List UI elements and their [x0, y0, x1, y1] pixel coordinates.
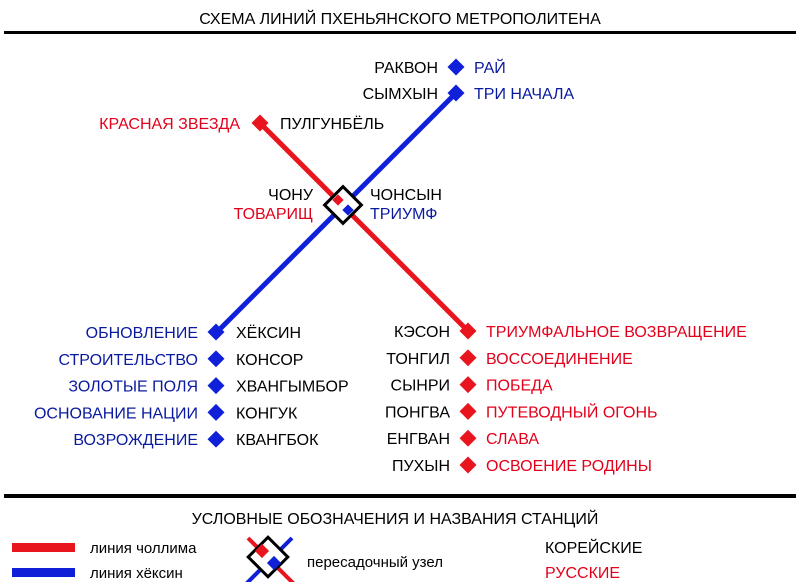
- station-marker-icon: [459, 402, 477, 420]
- chollima-line: [258, 121, 470, 333]
- station-korean-name: ПУХЫН: [392, 458, 450, 475]
- station-marker-icon: [447, 84, 465, 102]
- station-korean-name: ХЁКСИН: [236, 324, 301, 342]
- station-korean-name: ЕНГВАН: [387, 431, 450, 448]
- station-russian-name: ПУТЕВОДНЫЙ ОГОНЬ: [486, 402, 658, 421]
- station-russian-name: ЗОЛОТЫЕ ПОЛЯ: [68, 379, 198, 396]
- station-russian-name: ОСНОВАНИЕ НАЦИИ: [34, 405, 198, 422]
- legend-interchange-icon: [245, 535, 295, 582]
- legend-title: УСЛОВНЫЕ ОБОЗНАЧЕНИЯ И НАЗВАНИЯ СТАНЦИЙ: [192, 509, 599, 528]
- top-divider: [4, 31, 796, 34]
- station-marker-icon: [459, 376, 477, 394]
- legend-red-line-label: линия чоллима: [90, 540, 197, 557]
- legend-blue-line-label: линия хёксин: [90, 565, 183, 582]
- station-russian-name: ТРИ НАЧАЛА: [474, 86, 575, 103]
- station-russian-name: КРАСНАЯ ЗВЕЗДА: [99, 116, 240, 133]
- station-korean-name: ХВАНГЫМБОР: [236, 379, 349, 396]
- legend-russian-label: РУССКИЕ: [545, 565, 620, 582]
- station-marker-icon: [207, 430, 225, 448]
- station-korean-name: КОНСОР: [236, 352, 303, 369]
- station-russian-name: СТРОИТЕЛЬСТВО: [58, 352, 198, 369]
- station-marker-icon: [459, 456, 477, 474]
- station-russian-name: СЛАВА: [486, 431, 539, 448]
- station-chonu-korean: ЧОНУ: [268, 187, 314, 204]
- legend-korean-label: КОРЕЙСКИЕ: [545, 538, 642, 557]
- station-korean-name: СЫМХЫН: [363, 86, 438, 103]
- station-marker-icon: [459, 429, 477, 447]
- station-russian-name: ОСВОЕНИЕ РОДИНЫ: [486, 458, 652, 475]
- legend-blue-line-swatch: [12, 568, 75, 577]
- legend-interchange-label: пересадочный узел: [307, 554, 443, 571]
- station-korean-name: ПУЛГУНБЁЛЬ: [280, 115, 384, 133]
- station-russian-name: ПОБЕДА: [486, 378, 553, 395]
- station-korean-name: КОНГУК: [236, 405, 298, 422]
- station-korean-name: РАКВОН: [374, 60, 438, 77]
- station-chonu-russian: ТОВАРИЩ: [234, 206, 313, 223]
- station-russian-name: ВОЗРОЖДЕНИЕ: [73, 432, 198, 449]
- station-korean-name: КЭСОН: [394, 324, 450, 341]
- station-marker-icon: [251, 114, 269, 132]
- station-russian-name: ОБНОВЛЕНИЕ: [86, 325, 198, 342]
- interchange-icon: [322, 184, 364, 226]
- station-marker-icon: [207, 377, 225, 395]
- station-marker-icon: [207, 323, 225, 341]
- station-marker-icon: [459, 322, 477, 340]
- station-marker-icon: [207, 403, 225, 421]
- station-korean-name: ПОНГВА: [385, 404, 450, 421]
- station-marker-icon: [459, 349, 477, 367]
- station-korean-name: ТОНГИЛ: [386, 351, 450, 368]
- station-russian-name: ВОССОЕДИНЕНИЕ: [486, 351, 633, 368]
- map-title: СХЕМА ЛИНИЙ ПХЕНЬЯНСКОГО МЕТРОПОЛИТЕНА: [199, 9, 601, 28]
- station-chonsyn-russian: ТРИУМФ: [370, 206, 437, 223]
- station-marker-icon: [207, 350, 225, 368]
- station-russian-name: ТРИУМФАЛЬНОЕ ВОЗВРАЩЕНИЕ: [486, 324, 747, 341]
- station-chonsyn-korean: ЧОНСЫН: [370, 187, 442, 204]
- station-marker-icon: [447, 58, 465, 76]
- station-korean-name: КВАНГБОК: [236, 432, 319, 449]
- station-russian-name: РАЙ: [474, 58, 506, 77]
- legend-red-line-swatch: [12, 543, 75, 552]
- legend-divider: [4, 494, 796, 498]
- station-korean-name: СЫНРИ: [391, 378, 450, 395]
